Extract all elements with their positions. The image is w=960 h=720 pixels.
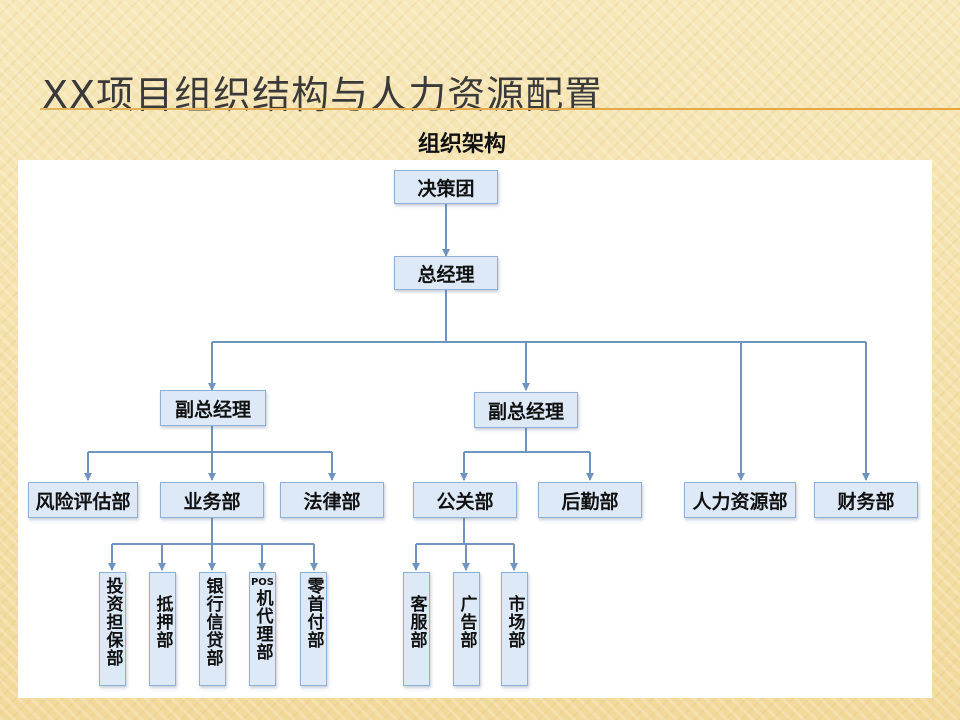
node-market-label: 市场部 (504, 595, 525, 649)
node-finance-dept: 财务部 (814, 482, 918, 518)
node-general-manager: 总经理 (394, 256, 498, 290)
node-deputy-gm-2: 副总经理 (474, 392, 578, 428)
node-pr-dept: 公关部 (413, 482, 517, 518)
node-mortgage: 抵押部 (149, 572, 176, 686)
node-pos-agency: POS 机代理部 (249, 572, 276, 686)
node-zero-down-payment: 零首付部 (300, 572, 327, 686)
node-investment-guarantee-label: 投资担保部 (102, 577, 123, 667)
node-advertising-label: 广告部 (456, 595, 477, 649)
node-advertising: 广告部 (453, 572, 480, 686)
node-zero-down-payment-label: 零首付部 (303, 577, 324, 649)
node-customer-service-label: 客服部 (406, 595, 427, 649)
node-hr-dept: 人力资源部 (684, 482, 796, 518)
chart-subtitle: 组织架构 (418, 131, 507, 157)
node-investment-guarantee: 投资担保部 (99, 572, 126, 686)
title-divider (40, 108, 960, 110)
node-legal-dept: 法律部 (280, 482, 384, 518)
node-pos-prefix: POS (250, 577, 275, 588)
node-market: 市场部 (501, 572, 528, 686)
node-mortgage-label: 抵押部 (152, 595, 173, 649)
node-pos-agency-label: 机代理部 (252, 589, 273, 661)
node-deputy-gm-1: 副总经理 (160, 390, 266, 426)
node-customer-service: 客服部 (403, 572, 430, 686)
node-bank-credit: 银行信贷部 (199, 572, 226, 686)
node-business-dept: 业务部 (160, 482, 264, 518)
node-decision-team: 决策团 (394, 170, 498, 204)
node-risk-assessment: 风险评估部 (28, 482, 138, 518)
node-bank-credit-label: 银行信贷部 (202, 577, 223, 667)
node-logistics-dept: 后勤部 (538, 482, 642, 518)
